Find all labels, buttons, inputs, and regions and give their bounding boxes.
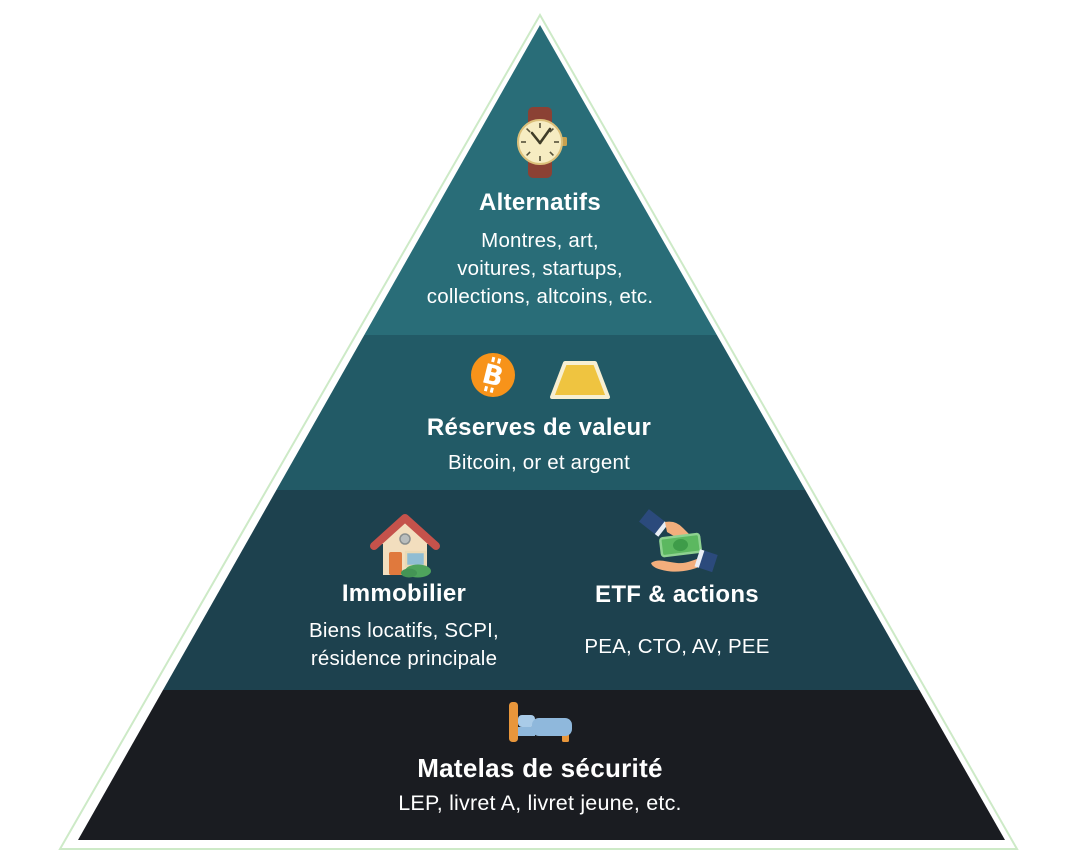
tier4-subtitle-line1: LEP, livret A, livret jeune, etc. [398, 791, 682, 815]
pyramid-outline [58, 12, 1019, 850]
tier3-left-subtitle-line1: Biens locatifs, SCPI, [309, 619, 499, 642]
hand-money-icon [639, 509, 718, 573]
tier1-subtitle: Montres, art, voitures, startups, collec… [427, 227, 653, 311]
tier-band-immobilier-etf [78, 490, 1005, 690]
bed-icon [509, 702, 572, 742]
tier1-subtitle-line2: voitures, startups, [457, 257, 623, 280]
tier3-left-subtitle-line2: résidence principale [310, 647, 498, 670]
tier1-subtitle-line1: Montres, art, [481, 229, 599, 252]
tier2-subtitle: Bitcoin, or et argent [448, 449, 630, 477]
tier1-subtitle-line3: collections, altcoins, etc. [426, 285, 654, 308]
tier4-subtitle: LEP, livret A, livret jeune, etc. [398, 788, 681, 818]
tier1-title: Alternatifs [479, 189, 601, 216]
tier3-right-subtitle: PEA, CTO, AV, PEE [584, 633, 769, 661]
tier-band-matelas [78, 690, 1005, 840]
gold-bar-icon [550, 361, 610, 399]
tier3-left-subtitle: Biens locatifs, SCPI, résidence principa… [309, 617, 499, 673]
watch-icon [517, 107, 567, 178]
tier3-right-subtitle-line1: PEA, CTO, AV, PEE [584, 635, 770, 658]
bitcoin-icon: B [471, 353, 515, 397]
house-icon [370, 514, 440, 578]
tier3-left-title: Immobilier [341, 580, 467, 607]
tier2-title: Réserves de valeur [426, 414, 652, 441]
tier3-right-title: ETF & actions [595, 581, 759, 608]
tier2-subtitle-line1: Bitcoin, or et argent [448, 451, 630, 474]
tier4-title: Matelas de sécurité [417, 753, 663, 783]
